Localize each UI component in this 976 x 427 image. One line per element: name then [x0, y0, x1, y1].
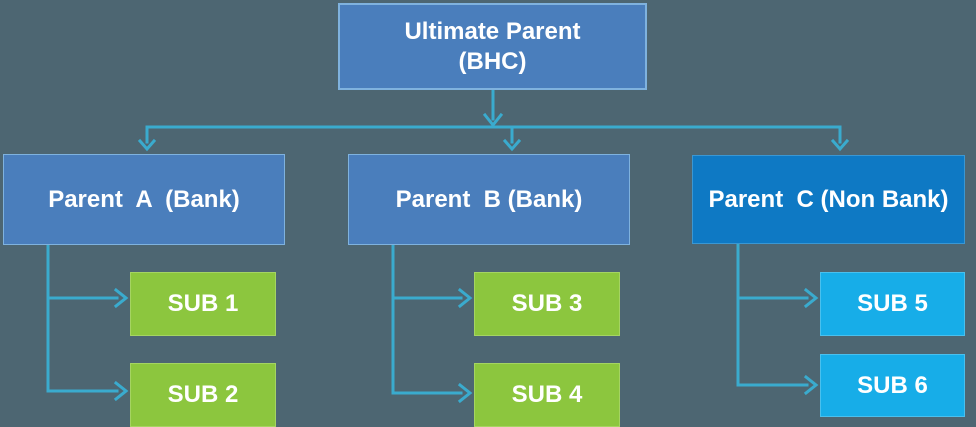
- node-sub-5: SUB 5: [820, 272, 965, 336]
- arrowhead-bhc-drop: [482, 112, 504, 128]
- connector-parent-a-to-sub2: [46, 380, 129, 402]
- ultimate-parent-label-line2: (BHC): [458, 47, 527, 75]
- sub-6-label: SUB 6: [857, 371, 928, 399]
- node-sub-3: SUB 3: [474, 272, 620, 336]
- sub-3-label: SUB 3: [511, 290, 583, 317]
- sub-2-label: SUB 2: [167, 381, 239, 408]
- node-ultimate-parent-bhc: Ultimate Parent (BHC): [338, 3, 647, 90]
- node-parent-a-bank: Parent A (Bank): [3, 154, 285, 245]
- ultimate-parent-label-line1: Ultimate Parent: [404, 17, 581, 45]
- node-sub-4: SUB 4: [474, 363, 620, 427]
- sub-5-label: SUB 5: [857, 290, 928, 317]
- node-sub-1: SUB 1: [130, 272, 276, 336]
- sub-1-label: SUB 1: [167, 290, 239, 317]
- node-sub-2: SUB 2: [130, 363, 276, 427]
- connector-rail-to-parent-b: [502, 126, 522, 152]
- connector-parent-c-to-sub6: [736, 374, 819, 396]
- node-parent-b-bank: Parent B (Bank): [348, 154, 630, 245]
- connector-rail-to-parent-c: [830, 126, 850, 152]
- connector-parent-a-to-sub1: [46, 287, 129, 309]
- connector-parent-b-to-sub3: [391, 287, 473, 309]
- parent-a-label: Parent A (Bank): [48, 185, 240, 213]
- parent-b-label: Parent B (Bank): [395, 185, 583, 213]
- parent-c-label: Parent C (Non Bank): [708, 185, 949, 213]
- node-parent-c-non-bank: Parent C (Non Bank): [692, 155, 965, 244]
- connector-parent-c-to-sub5: [736, 287, 819, 309]
- node-sub-6: SUB 6: [820, 354, 965, 417]
- sub-4-label: SUB 4: [511, 381, 583, 408]
- connector-rail-to-parent-a: [137, 126, 157, 152]
- connector-parent-b-to-sub4: [391, 382, 473, 404]
